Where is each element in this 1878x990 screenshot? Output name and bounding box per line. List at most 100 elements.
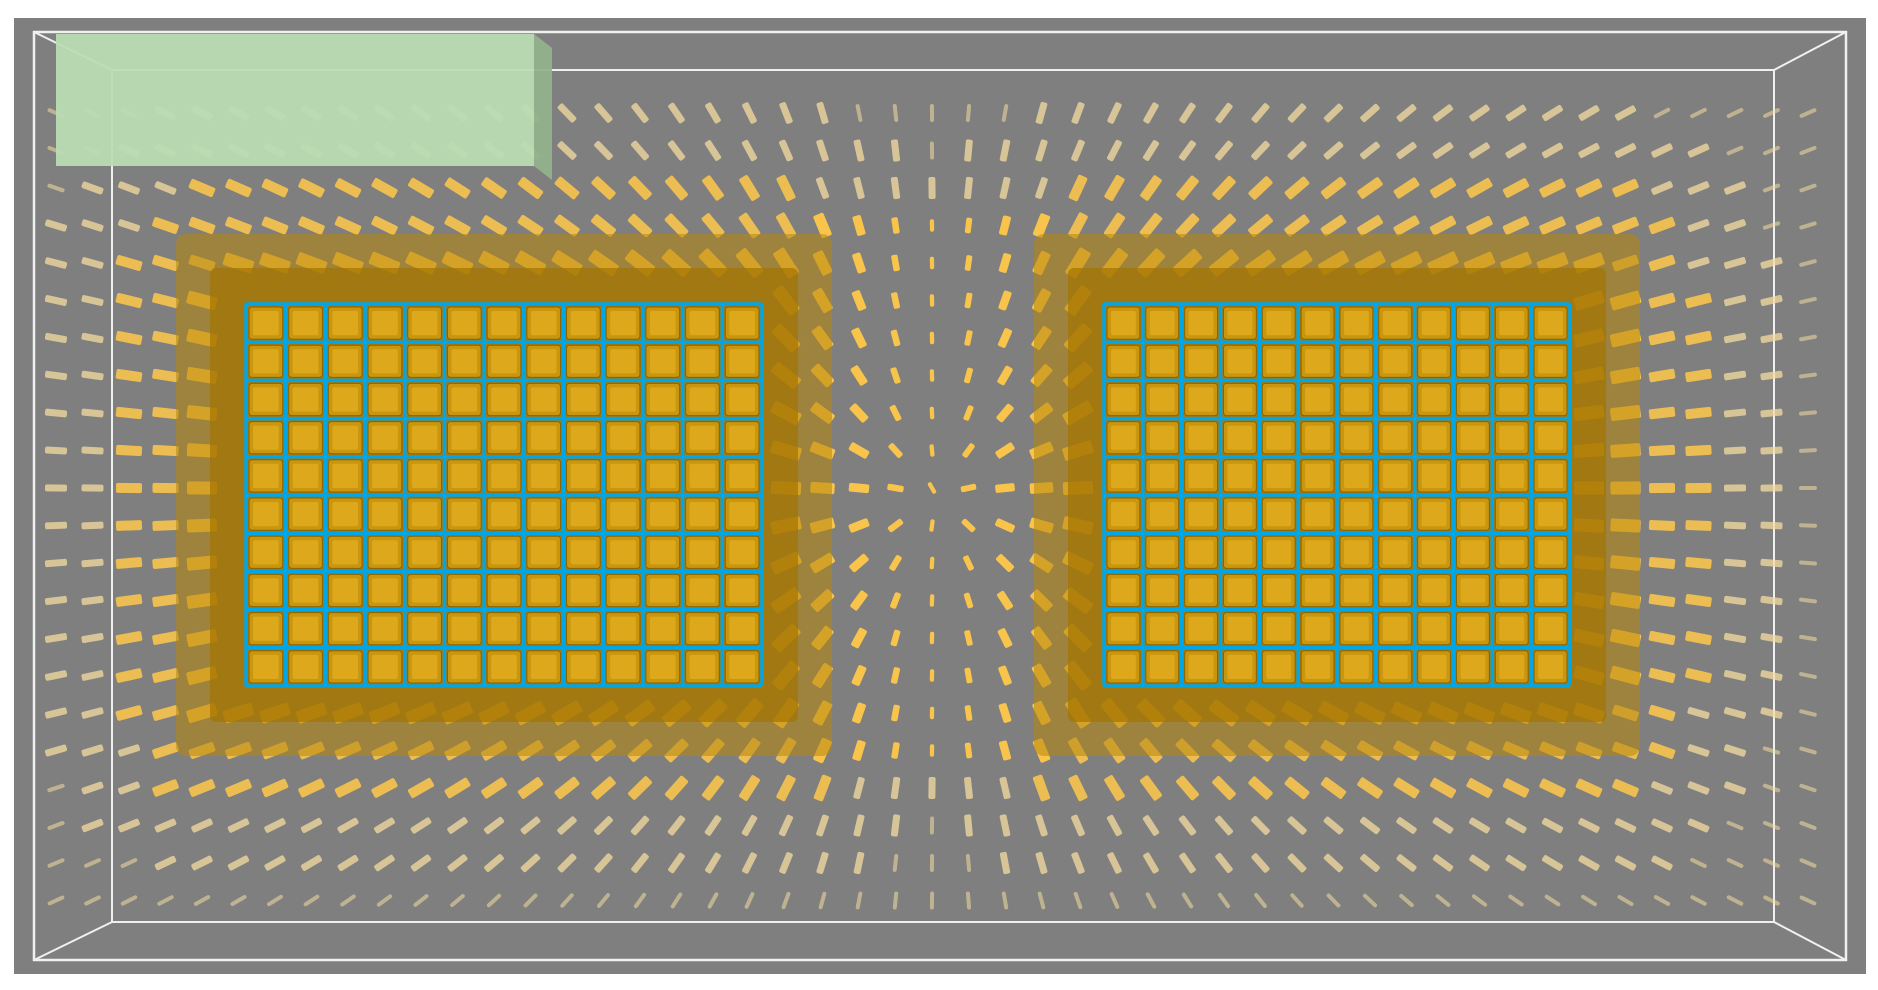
field-arrow	[1799, 783, 1817, 793]
conductor-cell-face	[1421, 540, 1447, 565]
field-arrow	[410, 817, 432, 834]
conductor-cell-face	[1188, 502, 1214, 527]
field-arrow	[1762, 820, 1781, 831]
conductor-cell-face	[1305, 387, 1330, 412]
conductor-cell-face	[689, 311, 716, 336]
field-arrow	[1760, 408, 1783, 418]
field-arrow	[1035, 814, 1048, 837]
field-arrow	[1254, 893, 1267, 908]
field-arrow	[1001, 104, 1009, 122]
conductor-cell-face	[570, 578, 597, 603]
field-arrow	[1614, 143, 1637, 158]
conductor-mesh	[244, 302, 1572, 688]
conductor-cell-face	[570, 502, 597, 527]
conductor-cell-face	[411, 540, 438, 565]
conductor-cell-face	[1305, 616, 1330, 641]
conductor-cell-face	[1382, 578, 1408, 603]
field-arrow	[118, 181, 140, 195]
field-arrow	[152, 368, 179, 383]
field-arrow	[486, 893, 502, 908]
field-arrow	[81, 219, 104, 232]
field-arrow	[594, 816, 613, 835]
field-arrow	[444, 777, 471, 799]
conductor-cell-face	[610, 540, 636, 565]
field-arrow	[1357, 777, 1383, 799]
field-arrow	[1651, 143, 1673, 158]
conductor-cell-face	[530, 578, 557, 603]
field-arrow	[816, 139, 829, 162]
field-arrow	[81, 257, 104, 269]
field-arrow	[1653, 895, 1671, 906]
field-arrow	[47, 895, 65, 906]
conductor-cell-face	[411, 654, 438, 679]
field-arrow	[557, 141, 577, 160]
conductor-cell-face	[332, 502, 359, 527]
conductor-cell-face	[729, 578, 755, 603]
field-arrow	[47, 858, 65, 868]
field-arrow	[1799, 259, 1817, 267]
field-arrow	[929, 369, 935, 382]
field-arrow	[779, 102, 793, 124]
conductor-cell-face	[649, 654, 676, 679]
field-arrow	[1799, 597, 1817, 604]
3d-viewport[interactable]	[14, 18, 1866, 974]
field-arrow	[84, 895, 101, 906]
conductor-cell-face	[1382, 654, 1408, 679]
conductor-cell-face	[292, 463, 319, 488]
field-arrow	[852, 702, 866, 724]
field-arrow	[230, 894, 247, 907]
field-arrow	[44, 408, 68, 418]
field-arrow	[853, 851, 865, 875]
conductor-cell-face	[649, 311, 676, 336]
conductor-cell-face	[1188, 387, 1214, 412]
field-arrow	[1651, 855, 1673, 871]
field-arrow	[1648, 444, 1676, 457]
field-arrow	[152, 482, 179, 494]
conductor-cell-face	[411, 387, 438, 412]
field-arrow	[1502, 778, 1530, 798]
field-arrow	[1726, 107, 1744, 119]
conductor-cell-face	[253, 311, 279, 336]
field-arrow	[1724, 181, 1746, 195]
conductor-cell-face	[649, 463, 676, 488]
field-arrow	[1612, 178, 1639, 198]
conductor-cell-face	[1149, 463, 1175, 488]
field-arrow	[995, 518, 1015, 533]
field-arrow	[929, 631, 935, 645]
field-arrow	[1104, 174, 1125, 202]
field-arrow	[1035, 177, 1048, 199]
field-arrow	[1760, 670, 1783, 681]
field-arrow	[1290, 893, 1304, 908]
conductor-cell-face	[689, 463, 716, 488]
field-arrow	[742, 852, 757, 874]
field-arrow	[410, 854, 432, 872]
field-arrow	[44, 446, 68, 455]
field-arrow	[704, 140, 722, 161]
field-arrow	[81, 744, 104, 757]
conductor-cell-face	[530, 349, 557, 374]
field-arrow	[193, 895, 211, 906]
field-arrow	[1466, 778, 1493, 798]
conductor-cell-face	[1188, 349, 1214, 374]
field-arrow	[779, 852, 793, 874]
field-arrow	[517, 777, 544, 799]
field-arrow	[1469, 104, 1490, 122]
conductor-cell-face	[292, 425, 319, 450]
field-arrow	[1469, 817, 1490, 834]
conductor-cell-face	[1538, 654, 1563, 679]
conductor-cell-face	[1344, 425, 1369, 450]
field-arrow	[1648, 368, 1676, 383]
field-arrow	[850, 365, 868, 386]
field-arrow	[1541, 817, 1564, 834]
field-arrow	[1357, 177, 1383, 199]
field-arrow	[1107, 852, 1122, 874]
field-arrow	[890, 667, 901, 684]
field-arrow	[1799, 858, 1817, 868]
field-arrow	[591, 214, 616, 237]
conductor-cell-face	[1460, 578, 1486, 603]
field-arrow	[1140, 175, 1162, 201]
field-arrow	[1103, 212, 1126, 239]
conductor-cell-face	[530, 654, 557, 679]
field-arrow	[964, 330, 973, 346]
field-arrow	[1068, 174, 1088, 202]
